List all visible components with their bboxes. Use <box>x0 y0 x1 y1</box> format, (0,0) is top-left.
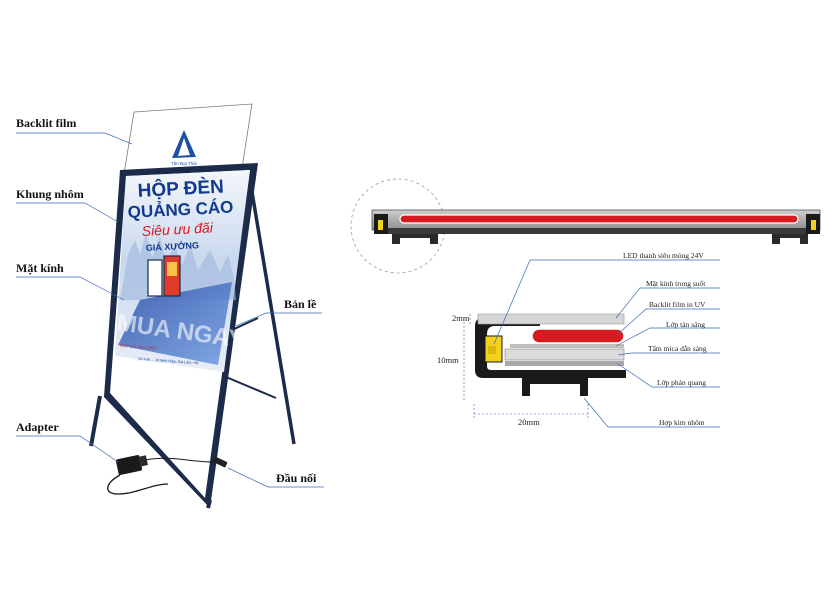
label-hinge: Bản lề <box>284 297 317 311</box>
led-right <box>811 220 816 230</box>
reflector-layer <box>505 361 624 366</box>
dimension-lines <box>463 314 589 420</box>
label-adapter: Adapter <box>16 420 59 434</box>
front-leg-right <box>206 499 212 509</box>
label-connector: Đầu nối <box>276 471 317 485</box>
film-layer <box>531 328 625 344</box>
poster-phone: 0977 131 3913 9954 <box>120 343 158 351</box>
poster-address: Số 4 lối ... 10 Ninh Hiệp, Gia Lâm, HN <box>138 357 199 365</box>
glass-layer <box>477 313 625 325</box>
label-mica: Tấm mica dẫn sáng <box>648 344 707 353</box>
logo-caption: Tân Đại Thái <box>171 161 197 166</box>
diffuser-layer <box>510 344 624 348</box>
cross-section <box>475 313 626 396</box>
label-diffuser: Lớp tán sáng <box>666 320 705 329</box>
alloy-profile <box>475 318 626 396</box>
profile-bar <box>350 178 821 274</box>
dim-height: 10mm <box>437 355 459 365</box>
stand-illustration: Tân Đại Thái HỘP ĐÈN QUẢNG CÁO Siêu ưu đ… <box>89 103 296 509</box>
label-led: LED thanh siêu mỏng 24V <box>623 251 704 260</box>
label-backlit-film: Backlit film <box>16 116 77 130</box>
adapter-body <box>115 455 143 475</box>
label-section-film: Backlit film in UV <box>649 300 706 309</box>
poster-line3: Siêu ưu đãi <box>141 219 214 239</box>
front-leg <box>89 395 102 447</box>
adapter-cable <box>107 474 169 495</box>
poster-line4: GIÁ XƯỞNG <box>146 239 200 253</box>
poster-line1: HỘP ĐÈN <box>137 176 224 202</box>
section-callouts <box>493 259 720 428</box>
connector-plug <box>212 456 228 468</box>
label-reflector: Lớp phản quang <box>657 378 706 387</box>
brace-upper <box>231 317 259 331</box>
stand-callouts <box>16 132 324 488</box>
label-alloy: Hợp kim nhôm <box>659 418 705 427</box>
label-section-glass: Mặt kính trong suốt <box>646 279 706 288</box>
mica-layer <box>504 348 625 361</box>
film-strip <box>399 214 799 224</box>
dim-top: 2mm <box>452 313 470 323</box>
back-leg <box>246 167 296 445</box>
label-frame: Khung nhôm <box>16 187 84 201</box>
led-left <box>378 220 383 230</box>
dim-width: 20mm <box>518 417 540 427</box>
label-glass: Mặt kính <box>16 261 64 275</box>
brace-lower <box>225 376 277 399</box>
